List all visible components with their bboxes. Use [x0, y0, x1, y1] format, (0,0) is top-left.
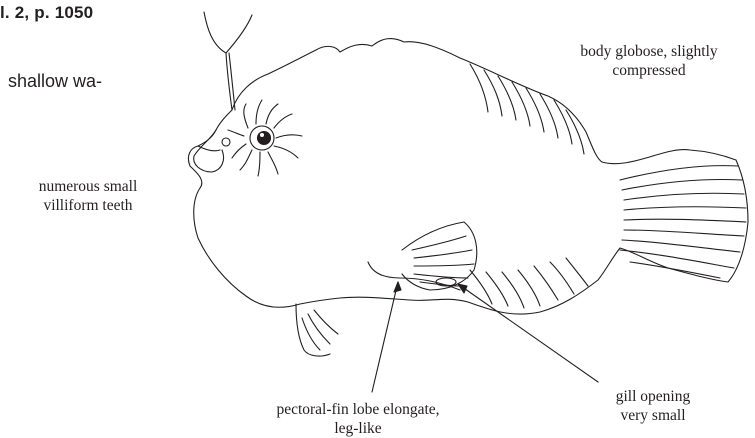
eye — [222, 126, 274, 150]
annotation-gill-line2: very small — [588, 406, 718, 425]
pelvic-fin — [296, 304, 338, 356]
gill-opening-leader — [458, 284, 598, 382]
annotation-body-line1: body globose, slightly — [543, 42, 755, 61]
annotation-pectoral-lobe: pectoral-fin lobe elongate, leg-like — [238, 400, 478, 438]
annotation-gill-opening: gill opening very small — [588, 387, 718, 425]
annotation-pectoral-line1: pectoral-fin lobe elongate, — [238, 400, 478, 419]
annotation-body-line2: compressed — [543, 61, 755, 80]
annotation-pectoral-line2: leg-like — [238, 419, 478, 438]
annotation-body-shape: body globose, slightly compressed — [543, 42, 755, 80]
anal-fin-rays — [470, 258, 588, 308]
annotation-gill-line1: gill opening — [588, 387, 718, 406]
jaw — [194, 130, 224, 172]
pectoral-fin — [368, 222, 477, 290]
annotation-leader-lines — [372, 282, 598, 392]
annotation-teeth: numerous small villiform teeth — [0, 177, 176, 215]
illicium-lure — [204, 12, 252, 110]
caudal-fin-rays — [620, 166, 746, 278]
annotation-teeth-line2: villiform teeth — [0, 196, 176, 215]
annotation-teeth-line1: numerous small — [0, 177, 176, 196]
